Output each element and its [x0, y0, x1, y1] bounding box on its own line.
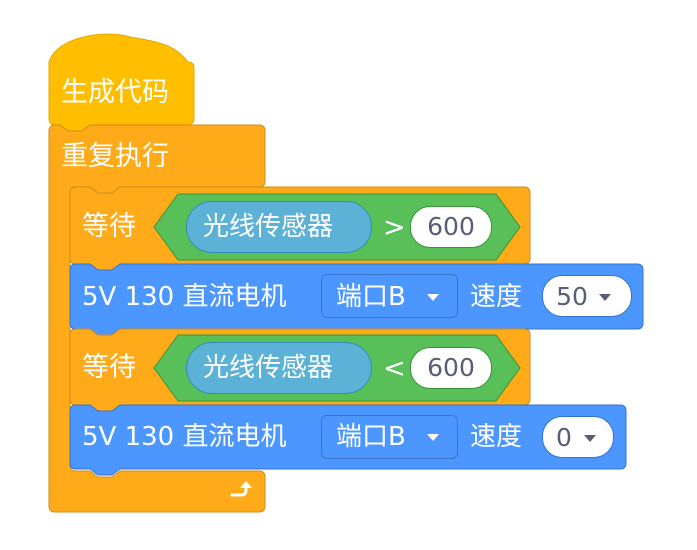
- speed-value: 0: [556, 423, 572, 452]
- speed-value: 50: [556, 282, 588, 311]
- threshold-value: 600: [427, 212, 475, 241]
- chevron-down-icon: [427, 294, 439, 301]
- light-sensor-reporter[interactable]: [186, 201, 372, 253]
- chevron-down-icon: [584, 435, 596, 442]
- light-sensor-label: 光线传感器: [203, 353, 334, 383]
- hat-block-label: 生成代码: [61, 77, 169, 108]
- port-dropdown[interactable]: [321, 274, 458, 318]
- comparison-operator-symbol: >: [383, 212, 406, 243]
- speed-dropdown[interactable]: [542, 416, 614, 458]
- motor-label: 5V 130 直流电机: [82, 422, 287, 452]
- loop-arrow-icon: [230, 481, 252, 497]
- speed-dropdown[interactable]: [542, 275, 632, 317]
- threshold-value-input[interactable]: [410, 206, 492, 248]
- port-dropdown-value: 端口B: [336, 422, 406, 452]
- speed-label: 速度: [470, 422, 523, 452]
- light-sensor-reporter[interactable]: [186, 342, 372, 394]
- repeat-block-shape[interactable]: [48, 124, 266, 513]
- comparison-operator-symbol: <: [383, 353, 406, 384]
- wait-label: 等待: [82, 352, 136, 383]
- chevron-down-icon: [427, 434, 439, 441]
- chevron-down-icon: [599, 294, 611, 301]
- light-sensor-label: 光线传感器: [203, 212, 334, 242]
- threshold-value-input[interactable]: [410, 347, 492, 389]
- repeat-block-label: 重复执行: [61, 141, 169, 172]
- speed-label: 速度: [470, 282, 523, 312]
- motor-label: 5V 130 直流电机: [82, 282, 287, 312]
- wait-label: 等待: [82, 211, 136, 242]
- port-dropdown-value: 端口B: [336, 282, 406, 312]
- threshold-value: 600: [427, 353, 475, 382]
